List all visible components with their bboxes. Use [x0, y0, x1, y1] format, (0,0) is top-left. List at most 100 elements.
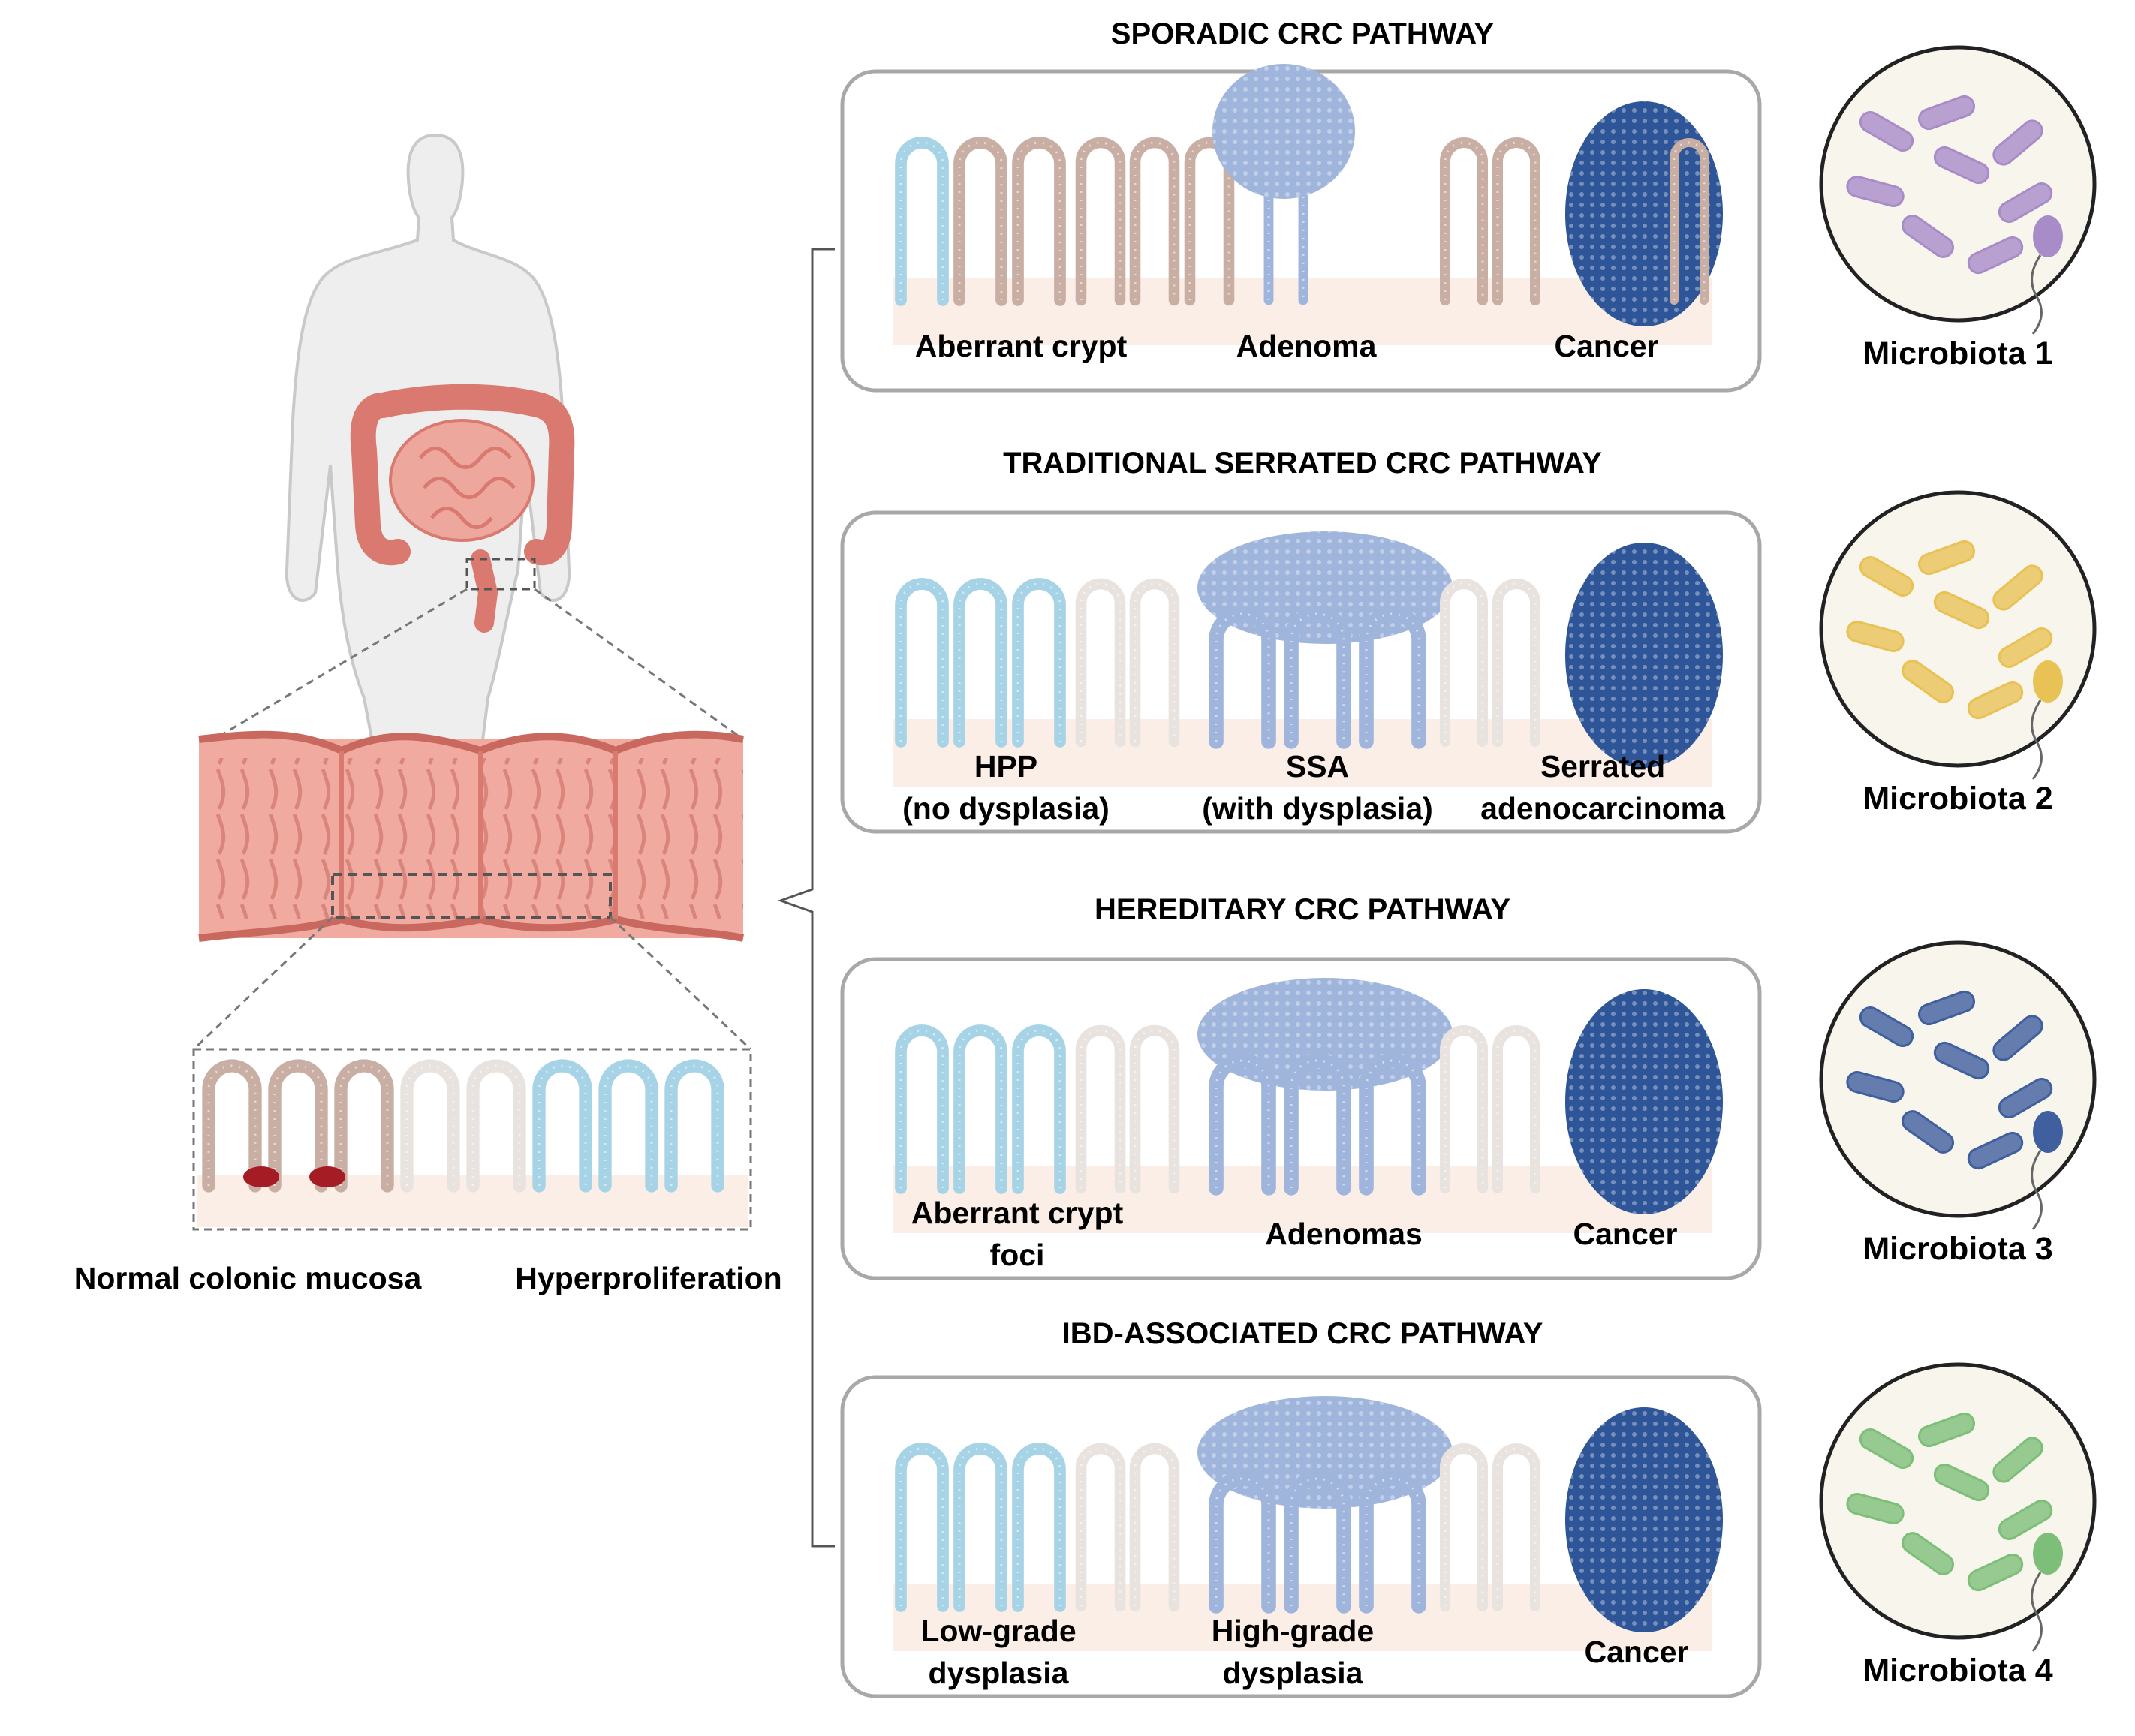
adenoma-mass — [1212, 64, 1355, 199]
bacterium-icon — [1998, 627, 2053, 668]
crypt — [1075, 578, 1126, 748]
crypt — [1012, 137, 1066, 306]
tissue-base — [893, 1584, 1712, 1651]
crypt — [1012, 1024, 1066, 1194]
crypt — [1012, 1443, 1066, 1612]
crypt — [895, 137, 949, 306]
bacterium-icon — [1902, 1532, 1954, 1575]
cancer-mass — [1565, 101, 1723, 326]
zoom-guide-line — [534, 588, 744, 741]
crypt — [1075, 137, 1126, 306]
crypt — [1492, 1443, 1540, 1611]
inset-crypt-cells — [604, 1064, 653, 1186]
bacterium-icon — [1967, 236, 2024, 275]
stage-label: foci — [990, 1238, 1045, 1272]
stage-label: Adenomas — [1265, 1217, 1423, 1251]
inset-crypt-cells — [538, 1064, 587, 1186]
inset-crypt-cells — [339, 1064, 389, 1186]
crypt-cells — [1215, 612, 1270, 742]
microbiota-label: Microbiota 3 — [1862, 1231, 2052, 1267]
bacterium-icon — [1967, 1553, 2024, 1592]
flagellated-bacterium-icon — [2033, 1533, 2063, 1575]
cancer-mass — [1565, 1407, 1723, 1632]
bacterium-icon — [1933, 1041, 1990, 1080]
flagellated-bacterium-icon — [2033, 1111, 2063, 1153]
inset-crypt-cells — [670, 1064, 719, 1186]
microbiota-label: Microbiota 4 — [1862, 1653, 2052, 1689]
stage-label: dysplasia — [929, 1656, 1070, 1690]
bacterium-icon — [1902, 1110, 1954, 1154]
stage-label: Cancer — [1554, 329, 1658, 363]
pathway-title: SPORADIC CRC PATHWAY — [1111, 17, 1495, 50]
crypt — [953, 578, 1007, 748]
zoom-guide-line — [609, 916, 752, 1051]
crypt-cells — [1215, 1059, 1270, 1188]
crypt-cells — [1290, 1477, 1345, 1606]
stage-label: Aberrant crypt — [915, 329, 1128, 363]
crypt-cells — [1365, 612, 1420, 742]
crypt-cells — [1215, 1477, 1270, 1606]
colon-segment-illustration — [198, 730, 744, 942]
stage-label: Aberrant crypt — [911, 1196, 1124, 1230]
stage-label: Cancer — [1573, 1217, 1677, 1251]
crypt — [1440, 579, 1488, 747]
stem-cell-cluster — [309, 1166, 345, 1187]
flagellum — [2031, 1150, 2043, 1230]
left-panel: Normal colonic mucosa Hyperproliferation — [74, 133, 782, 1295]
pathway-4: IBD-ASSOCIATED CRC PATHWAY Low-grade dyspl… — [840, 1317, 2097, 1698]
flagellated-bacterium-icon — [2033, 215, 2063, 257]
label-hyperproliferation: Hyperproliferation — [515, 1261, 781, 1295]
pathway-brace — [777, 248, 835, 1548]
bacterium-icon — [1859, 111, 1914, 152]
stage-label: Serrated — [1540, 749, 1665, 784]
human-body-icon — [285, 133, 575, 760]
bacterium-icon — [1846, 1071, 1905, 1103]
bacterium-icon — [1998, 182, 2053, 223]
crypt — [953, 1443, 1007, 1612]
crypt — [1129, 1024, 1180, 1194]
stage-label: Cancer — [1584, 1635, 1688, 1669]
zoom-guide-line — [192, 916, 334, 1051]
crypt — [1012, 578, 1066, 748]
crypt — [1492, 1025, 1540, 1193]
bacterium-icon — [1933, 146, 1990, 185]
inset-crypt-cells — [405, 1064, 455, 1186]
bacterium-icon — [1918, 1412, 1975, 1448]
stage-label: Low-grade — [920, 1614, 1076, 1648]
bacterium-icon — [1998, 1500, 2053, 1540]
bacterium-icon — [1918, 95, 1975, 131]
inset-crypt-cells — [207, 1064, 257, 1186]
stage-label: High-grade — [1212, 1614, 1374, 1648]
bacterium-icon — [1846, 1493, 1905, 1524]
bacterium-icon — [1998, 1078, 2053, 1118]
bacterium-icon — [1933, 1463, 1990, 1502]
microbiota-circle — [1819, 490, 2097, 780]
bacterium-icon — [1859, 1006, 1914, 1047]
stem-cell-cluster — [243, 1166, 279, 1187]
crypt — [1129, 1443, 1180, 1612]
inset-crypt-cells — [471, 1064, 521, 1186]
stage-label: dysplasia — [1223, 1656, 1364, 1690]
bacterium-icon — [1933, 591, 1990, 630]
cancer-mass — [1565, 543, 1723, 768]
crypt — [1075, 1443, 1126, 1612]
crypt — [1129, 578, 1180, 748]
bacterium-icon — [1967, 681, 2024, 720]
bacterium-icon — [1918, 540, 1975, 576]
crypt — [895, 1024, 949, 1194]
pathway-title: IBD-ASSOCIATED CRC PATHWAY — [1062, 1317, 1543, 1350]
microbiota-label: Microbiota 2 — [1862, 781, 2052, 817]
crypt-cells — [1365, 1059, 1420, 1188]
crypt-cells — [1673, 141, 1706, 300]
crypt-cells — [1290, 612, 1345, 742]
flagellum — [2031, 254, 2043, 335]
mucosa-inset — [192, 1048, 752, 1231]
crypt — [1492, 137, 1540, 305]
bacterium-icon — [1859, 556, 1914, 597]
bacterium-icon — [1846, 621, 1905, 652]
crypt — [895, 1443, 949, 1612]
stage-label: SSA — [1286, 749, 1349, 784]
